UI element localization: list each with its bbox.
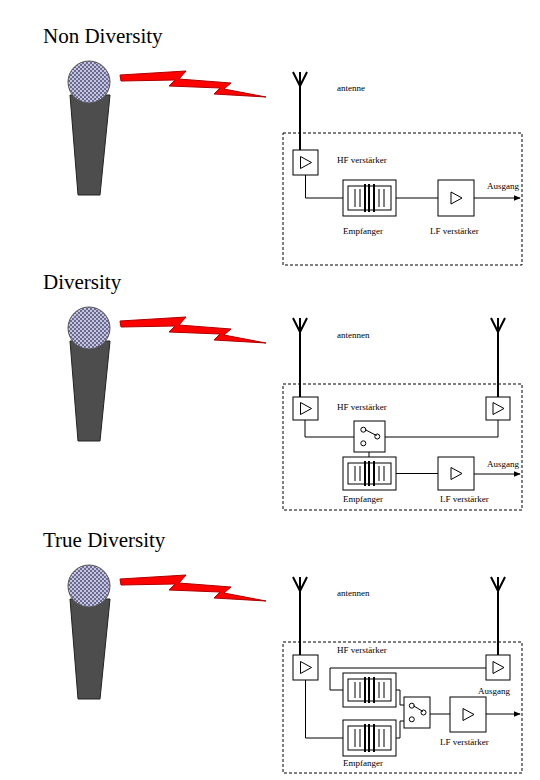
hf-amplifier-symbol — [293, 655, 318, 680]
lf-amplifier-symbol — [438, 457, 474, 490]
component-label: HF verstärker — [337, 402, 387, 413]
antenna-switch — [354, 421, 385, 452]
lf-amplifier: LF verstärker — [450, 697, 486, 732]
antenna — [293, 72, 505, 655]
signal-wire — [306, 175, 344, 198]
antenna-label: antennen — [337, 588, 369, 599]
lf-amplifier: LF verstärker — [438, 457, 474, 490]
hf-amplifier-symbol — [293, 397, 318, 420]
microphone — [68, 61, 110, 195]
receiver-box-symbol — [343, 457, 396, 490]
receiver-box: Empfanger — [343, 720, 396, 756]
receiver-box: Empfanger — [343, 457, 396, 490]
signal-wire — [306, 680, 344, 738]
hf-amplifier — [486, 397, 510, 420]
receiver-housing — [283, 642, 522, 773]
receiver-box-symbol — [343, 180, 396, 216]
component-label: Empfanger — [343, 758, 383, 769]
hf-amplifier: HF verstärker — [293, 397, 318, 420]
antenna-label: antennen — [337, 330, 369, 341]
component-label: Empfanger — [343, 226, 383, 237]
hf-amplifier: HF verstärker — [293, 655, 318, 680]
microphone — [68, 307, 110, 441]
radio-signal — [120, 71, 266, 97]
signal-wire — [396, 198, 438, 199]
hf-amplifier: HF verstärker — [293, 150, 318, 175]
output-label: Ausgang — [478, 686, 510, 697]
component-label: LF verstärker — [440, 737, 489, 748]
lf-amplifier-symbol — [438, 180, 474, 216]
receiver-box — [343, 673, 396, 707]
microphone — [68, 565, 110, 699]
radio-signal — [120, 317, 266, 343]
component-label: Empfanger — [343, 494, 383, 505]
component-label: HF verstärker — [337, 645, 387, 656]
section-title: Non Diversity — [43, 24, 163, 48]
receiver-housing — [283, 384, 522, 510]
hf-amplifier — [486, 655, 510, 680]
output-label: Ausgang — [487, 181, 519, 192]
lf-amplifier: LF verstärker — [438, 180, 474, 216]
component-label: LF verstärker — [430, 226, 479, 237]
section-title: Diversity — [43, 270, 121, 294]
component-label: LF verstärker — [440, 494, 489, 505]
signal-wire — [396, 473, 438, 474]
wire — [305, 198, 520, 738]
section-title: True Diversity — [43, 528, 165, 552]
antenna-label: antenne — [337, 83, 365, 94]
lf-amplifier-symbol — [450, 697, 486, 732]
receiver-box-symbol — [343, 720, 396, 756]
output-label: Ausgang — [487, 459, 519, 470]
hf-amplifier-symbol — [293, 150, 318, 175]
audio-switch — [404, 697, 430, 728]
receiver-box: Empfanger — [343, 180, 396, 216]
component-label: HF verstärker — [337, 155, 387, 166]
radio-signal — [120, 575, 266, 601]
receiver-housing — [283, 133, 522, 265]
